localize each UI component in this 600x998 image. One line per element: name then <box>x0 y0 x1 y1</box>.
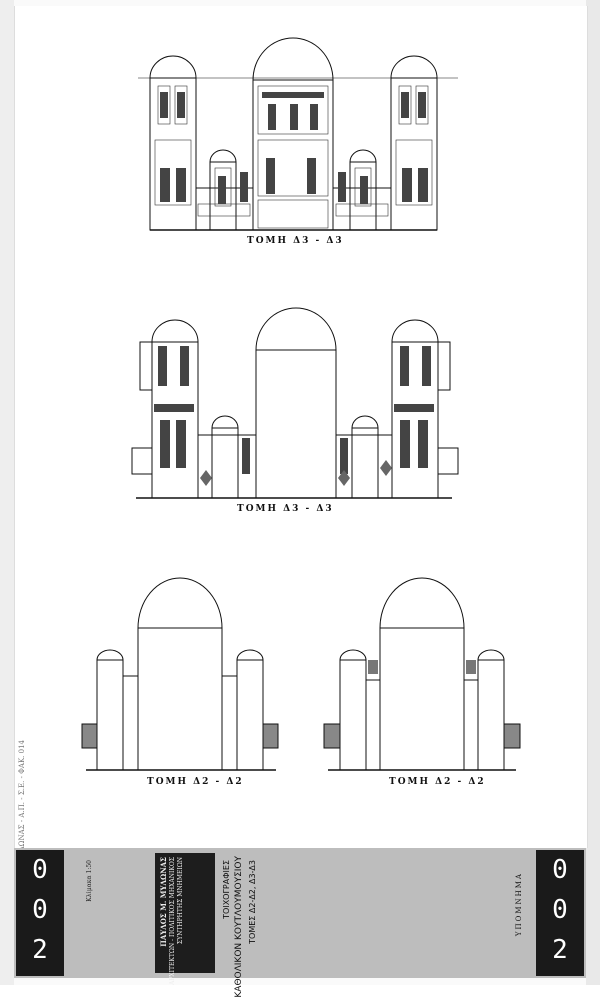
paper-area <box>14 6 588 848</box>
left-edge <box>0 0 14 985</box>
sheet-number-digit: 2 <box>32 935 48 965</box>
architect-role-2: ΣΥΝΤΗΡΗΤΗΣ ΜΝΗΜΕΙΩΝ <box>177 857 184 945</box>
section-1-caption: ΤΟΜΗ Δ3 - Δ3 <box>247 236 344 246</box>
scale-label: Κλίμακα 1:50 <box>86 860 93 902</box>
drawing-subject: ΤΟΙΧΟΓΡΑΦΙΕΣ <box>222 860 231 919</box>
right-edge <box>586 0 600 985</box>
section-4-caption: ΤΟΜΗ Δ2 - Δ2 <box>389 777 486 787</box>
sheet-number-digit: 0 <box>32 855 48 885</box>
sheet-number-right: 0 0 2 <box>536 850 584 976</box>
drawing-title: ΚΑΘΟΛΙΚΟΝ ΚΟΥΤΛΟΥΜΟΥΣΙΟΥ <box>234 856 244 998</box>
archive-note: ΜΥΛΩΝΑΣ - Α.Π. - Σ.Ε. - ΦΑΚ. 014 <box>18 740 26 864</box>
sheet-number-digit: 0 <box>552 855 568 885</box>
architect-role: ΑΡΧΙΤΕΚΤΩΝ - ΠΟΛΙΤΙΚΟΣ ΜΗΧΑΝΙΚΟΣ <box>169 857 176 985</box>
title-panel: ΠΑΥΛΟΣ Μ. ΜΥΛΩΝΑΣ ΑΡΧΙΤΕΚΤΩΝ - ΠΟΛΙΤΙΚΟΣ… <box>155 853 215 985</box>
section-3-caption: ΤΟΜΗ Δ2 - Δ2 <box>147 777 244 787</box>
section-3-drawing <box>81 577 279 771</box>
architect-name: ΠΑΥΛΟΣ Μ. ΜΥΛΩΝΑΣ <box>159 857 168 947</box>
sheet-number-digit: 0 <box>32 895 48 925</box>
section-2-drawing <box>131 307 459 499</box>
sheet-number-digit: 0 <box>552 895 568 925</box>
title-block <box>14 848 586 978</box>
sheet-number-left: 0 0 2 <box>16 850 64 976</box>
sheet-number-digit: 2 <box>552 935 568 965</box>
section-1-drawing <box>138 37 458 231</box>
section-2-caption: ΤΟΜΗ Δ3 - Δ3 <box>237 504 334 514</box>
drawing-sections: ΤΟΜΕΣ Δ2-Δ2, Δ3-Δ3 <box>248 860 257 944</box>
plan-legend-label: ΥΠΟΜΝΗΜΑ <box>515 872 523 937</box>
section-4-drawing <box>323 577 521 771</box>
